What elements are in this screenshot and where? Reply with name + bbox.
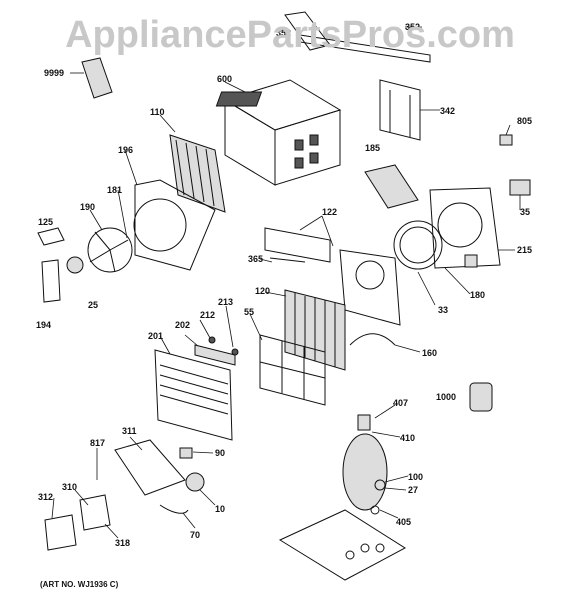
callout-label: 202 bbox=[175, 320, 190, 330]
part-control-box bbox=[114, 439, 205, 496]
part-evaporator-coil bbox=[284, 289, 346, 371]
part-blower-wheel bbox=[393, 220, 443, 270]
callout-label: 212 bbox=[200, 310, 215, 320]
callout-label: 600 bbox=[217, 74, 232, 84]
callout-label: 27 bbox=[408, 485, 418, 495]
callout-label: 194 bbox=[36, 320, 51, 330]
callout-labels: 9999 352 352 600 342 110 805 196 185 181… bbox=[36, 22, 532, 589]
part-manual bbox=[81, 57, 113, 99]
part-compressor bbox=[342, 414, 388, 515]
part-control-panel bbox=[44, 494, 111, 551]
callout-label: 213 bbox=[218, 297, 233, 307]
callout-label: 352 bbox=[276, 28, 291, 38]
callout-label: 185 bbox=[365, 143, 380, 153]
callout-label: 310 bbox=[62, 482, 77, 492]
callout-label: 311 bbox=[122, 426, 137, 436]
art-number: (ART NO. WJ1936 C) bbox=[40, 580, 119, 589]
part-partition bbox=[339, 249, 401, 326]
callout-label: 35 bbox=[520, 207, 530, 217]
callout-label: 342 bbox=[440, 106, 455, 116]
part-blower-housing bbox=[429, 187, 501, 269]
part-tubing bbox=[349, 333, 396, 346]
callout-label: 805 bbox=[517, 116, 532, 126]
callout-label: 1000 bbox=[436, 392, 456, 402]
callout-label: 312 bbox=[38, 492, 53, 502]
callout-label: 410 bbox=[400, 433, 415, 443]
part-louvers bbox=[194, 336, 239, 366]
callout-label: 90 bbox=[215, 448, 225, 458]
part-duct bbox=[364, 164, 419, 209]
callout-label: 201 bbox=[148, 331, 163, 341]
callout-label: 365 bbox=[248, 254, 263, 264]
callout-label: 9999 bbox=[44, 68, 64, 78]
callout-label: 10 bbox=[215, 504, 225, 514]
part-filter bbox=[259, 334, 326, 406]
callout-label: 318 bbox=[115, 538, 130, 548]
callout-label: 817 bbox=[90, 438, 105, 448]
callout-label: 125 bbox=[38, 217, 53, 227]
callout-label: 405 bbox=[396, 517, 411, 527]
callout-label: 55 bbox=[244, 307, 254, 317]
part-power-cord bbox=[159, 504, 189, 514]
part-controls bbox=[499, 134, 531, 196]
callout-label: 160 bbox=[422, 348, 437, 358]
part-condenser-fan bbox=[87, 227, 133, 273]
callout-label: 33 bbox=[438, 305, 448, 315]
callout-label: 100 bbox=[408, 472, 423, 482]
part-shroud bbox=[133, 179, 216, 271]
part-fan-motor bbox=[37, 227, 84, 303]
part-cabinet bbox=[215, 79, 342, 186]
watermark: AppliancePartsPros.com bbox=[65, 14, 515, 56]
part-baffle bbox=[264, 227, 331, 263]
callout-label: 196 bbox=[118, 145, 133, 155]
callout-label: 110 bbox=[150, 107, 165, 117]
callout-label: 180 bbox=[470, 290, 485, 300]
callout-label: 407 bbox=[393, 398, 408, 408]
part-remote bbox=[469, 382, 493, 412]
callout-label: 120 bbox=[255, 286, 270, 296]
callout-label: 122 bbox=[322, 207, 337, 217]
callout-label: 70 bbox=[190, 530, 200, 540]
callout-label: 190 bbox=[80, 202, 95, 212]
callout-label: 181 bbox=[107, 185, 122, 195]
callout-label: 352 bbox=[405, 22, 420, 32]
leader-lines bbox=[51, 26, 521, 539]
part-base-pan bbox=[278, 509, 406, 581]
part-front-grille bbox=[154, 349, 233, 441]
part-top-bracket bbox=[284, 11, 431, 141]
callout-label: 215 bbox=[517, 245, 532, 255]
callout-label: 25 bbox=[88, 300, 98, 310]
